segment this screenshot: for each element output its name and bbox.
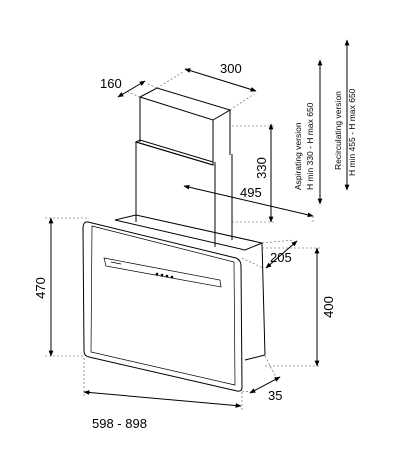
dim-chimney-depth: 160 [100,76,158,98]
label-35: 35 [268,388,282,403]
aspirating-title: Aspirating version [293,122,303,190]
dim-chimney-width: 300 [156,61,257,111]
dim-glass-height: 470 [33,217,88,357]
label-300: 300 [220,61,242,76]
label-205: 205 [270,250,292,265]
dim-overall-width: 598 - 898 [83,358,243,431]
label-330: 330 [254,157,269,179]
label-470: 470 [33,277,48,299]
aspirating-note: Aspirating version H min 330 - H max 650 [293,59,323,205]
label-495: 495 [240,185,262,200]
chimney-outline [134,87,233,247]
dim-chimney-height: 330 [232,123,274,223]
label-160: 160 [100,76,122,91]
hood-body [114,214,266,361]
dim-overall-depth: 495 [183,184,314,222]
label-598-898: 598 - 898 [92,416,147,431]
label-400: 400 [321,296,336,318]
dim-glass-thickness: 35 [241,355,282,403]
recirculating-range: H min 455 - H max 650 [347,88,357,176]
aspirating-range: H min 330 - H max 650 [305,102,315,190]
glass-panel [82,221,243,392]
dim-body-depth: 205 [241,239,298,269]
dim-body-height: 400 [262,247,336,367]
recirculating-title: Recirculating version [333,91,343,170]
recirculating-note: Recirculating version H min 455 - H max … [333,39,357,191]
control-buttons [155,272,174,279]
